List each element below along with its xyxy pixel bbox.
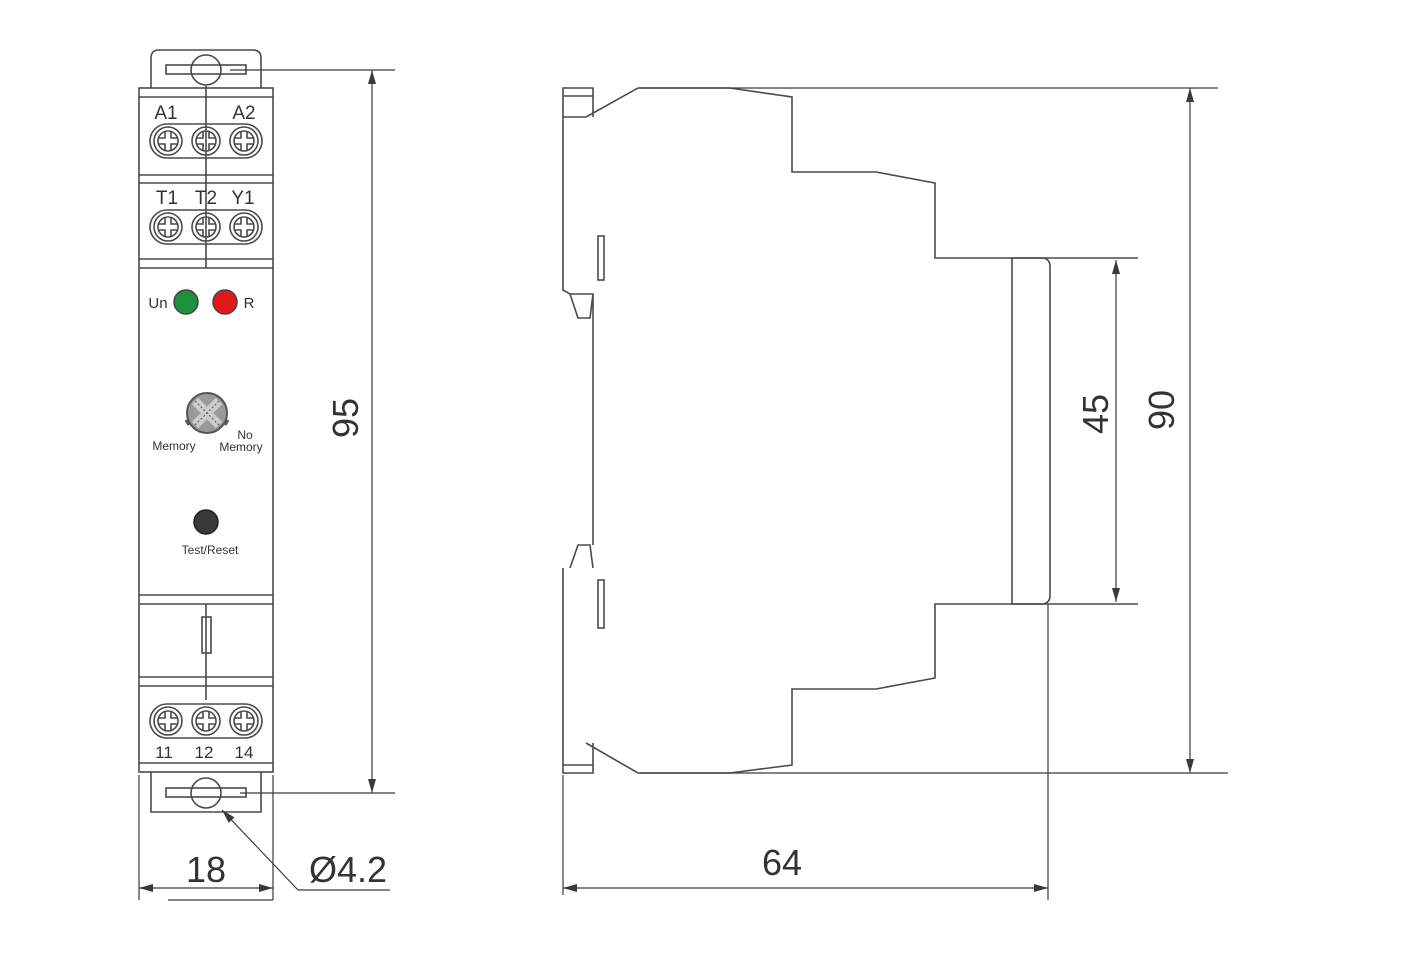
top-mounting-hole [190, 54, 222, 86]
terminal-label: T2 [195, 188, 217, 209]
terminal-label: 14 [235, 743, 254, 762]
knob-label-no-memory: Memory [219, 440, 262, 454]
test-reset-label: Test/Reset [182, 543, 239, 557]
dimension-height-front: 95 [325, 398, 366, 438]
dimension-depth: 64 [762, 842, 802, 883]
dimension-front-panel: 45 [1075, 394, 1116, 434]
front-panel-protrusion [1011, 257, 1051, 605]
dimension-hole-diameter: Ø4.2 [309, 849, 387, 890]
terminal-label: A1 [154, 103, 177, 124]
front-dimensions: 95 18 Ø4.2 [138, 69, 395, 901]
knob-label-no: No [237, 428, 253, 442]
side-view [562, 87, 1138, 774]
screw-terminal [153, 706, 259, 736]
led-power-green [173, 289, 199, 315]
led-power-label: Un [148, 295, 167, 312]
terminal-label: 11 [155, 743, 173, 762]
terminal-label: A2 [232, 103, 255, 124]
terminal-label: 12 [195, 743, 214, 762]
led-relay-red [212, 289, 238, 315]
top-mounting-clip [150, 49, 262, 88]
test-reset-button [193, 509, 219, 535]
terminal-label: T1 [156, 188, 178, 209]
terminal-label: Y1 [231, 188, 254, 209]
front-view: A1 A2 T1 T2 Y1 11 12 14 Un R Memory No M… [138, 49, 274, 813]
bottom-mounting-clip [150, 772, 262, 813]
memory-selector-knob [184, 392, 230, 434]
led-relay-label: R [244, 295, 255, 312]
knob-label-memory: Memory [152, 439, 195, 453]
dimension-width-front: 18 [186, 849, 226, 890]
side-dimensions: 90 45 64 [562, 87, 1228, 900]
bottom-mounting-hole [190, 777, 222, 809]
dimension-height-side: 90 [1141, 390, 1182, 430]
